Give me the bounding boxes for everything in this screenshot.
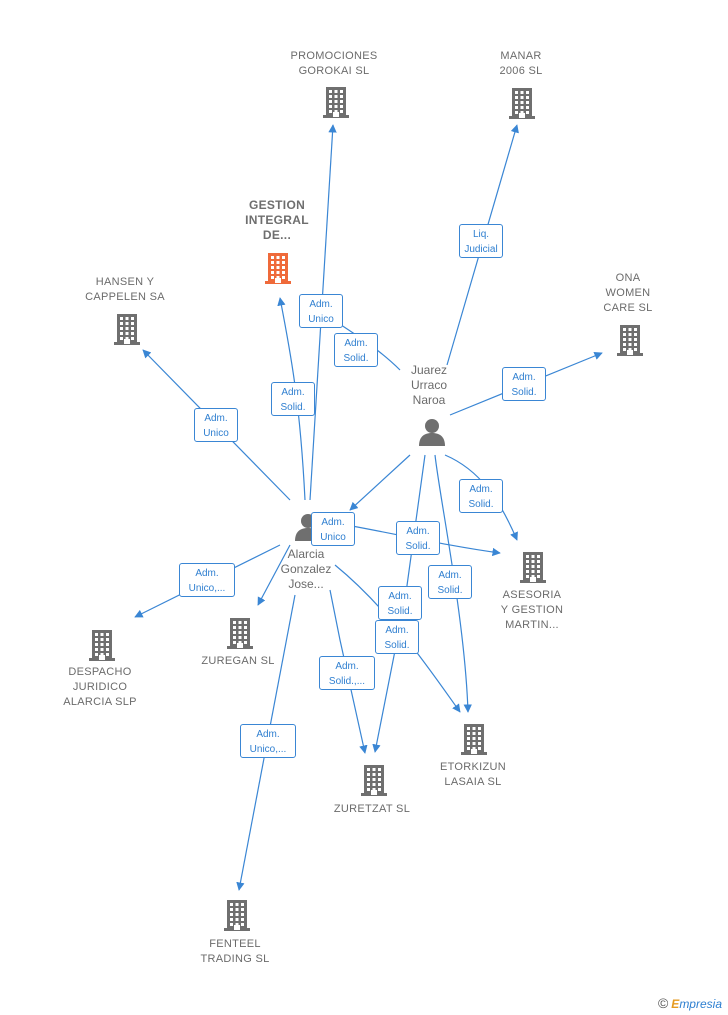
- building-icon[interactable]: [263, 251, 293, 290]
- building-icon[interactable]: [225, 616, 255, 655]
- company-label-promociones[interactable]: PROMOCIONES GOROKAI SL: [290, 50, 378, 77]
- company-label-zuregan[interactable]: ZUREGAN SL: [201, 655, 275, 667]
- edge-line-e9: [349, 454, 411, 511]
- brand-name: mpresia: [679, 997, 722, 1011]
- company-label-despacho[interactable]: DESPACHO JURIDICO ALARCIA SLP: [63, 666, 137, 708]
- company-label-hansen[interactable]: HANSEN Y CAPPELEN SA: [85, 276, 165, 303]
- edge-label-e10[interactable]: Adm. Solid.: [378, 586, 422, 620]
- building-icon[interactable]: [112, 312, 142, 351]
- edge-label-e3[interactable]: Adm. Unico: [299, 294, 343, 328]
- copyright-symbol: ©: [657, 995, 669, 1011]
- edge-label-e9[interactable]: Adm. Solid.: [396, 521, 440, 555]
- company-label-manar[interactable]: MANAR 2006 SL: [499, 50, 543, 77]
- edge-label-e8[interactable]: Adm. Unico: [311, 512, 355, 546]
- empresia-brand: ©Empresia: [658, 995, 722, 1011]
- edge-label-e4[interactable]: Adm. Solid.: [334, 333, 378, 367]
- building-icon[interactable]: [518, 550, 548, 589]
- edge-line-e2: [277, 297, 306, 501]
- edge-label-e5[interactable]: Liq. Judicial: [459, 224, 503, 258]
- edge-label-e15[interactable]: Adm. Unico,...: [240, 724, 296, 758]
- edge-label-e14[interactable]: Adm. Solid.,...: [319, 656, 375, 690]
- person-label-juarez[interactable]: Juarez Urraco Naroa: [410, 363, 448, 407]
- edge-label-e11[interactable]: Adm. Unico,...: [179, 563, 235, 597]
- edge-label-e7[interactable]: Adm. Solid.: [459, 479, 503, 513]
- company-label-asesoria[interactable]: ASESORIA Y GESTION MARTIN...: [500, 589, 564, 631]
- building-icon[interactable]: [87, 628, 117, 667]
- edge-line-e14: [329, 589, 368, 754]
- company-label-zuretzat[interactable]: ZURETZAT SL: [333, 803, 411, 815]
- edge-label-e12[interactable]: Adm. Solid.: [428, 565, 472, 599]
- building-icon[interactable]: [359, 763, 389, 802]
- edge-label-e2[interactable]: Adm. Solid.: [271, 382, 315, 416]
- company-label-etorkizun[interactable]: ETORKIZUN LASAIA SL: [439, 761, 507, 788]
- building-icon[interactable]: [321, 85, 351, 124]
- person-label-alarcia[interactable]: Alarcia Gonzalez Jose...: [280, 547, 332, 591]
- edge-line-e16: [257, 544, 291, 606]
- building-icon[interactable]: [459, 722, 489, 761]
- company-label-fenteel[interactable]: FENTEEL TRADING SL: [200, 938, 270, 965]
- building-icon[interactable]: [222, 898, 252, 937]
- company-label-gestion[interactable]: GESTION INTEGRAL DE...: [245, 198, 309, 242]
- building-icon[interactable]: [615, 323, 645, 362]
- edge-label-e13[interactable]: Adm. Solid.: [375, 620, 419, 654]
- building-icon[interactable]: [507, 86, 537, 125]
- person-icon[interactable]: [417, 417, 447, 452]
- brand-initial: E: [671, 997, 680, 1011]
- edge-label-e1[interactable]: Adm. Unico: [194, 408, 238, 442]
- company-label-ona[interactable]: ONA WOMEN CARE SL: [603, 272, 653, 314]
- edge-label-e6[interactable]: Adm. Solid.: [502, 367, 546, 401]
